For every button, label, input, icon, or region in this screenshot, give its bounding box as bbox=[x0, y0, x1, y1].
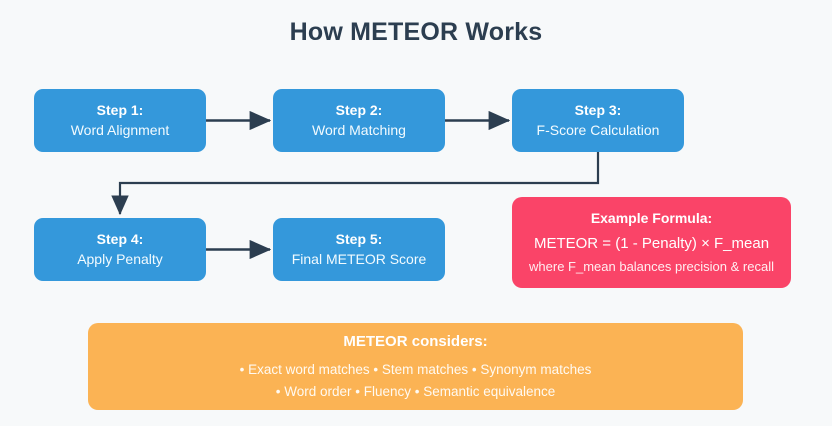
step-2-subtitle: Word Matching bbox=[312, 122, 406, 138]
step-5-subtitle: Final METEOR Score bbox=[291, 251, 427, 267]
step-4-title: Step 4: bbox=[96, 231, 144, 247]
step-5-title: Step 5: bbox=[335, 231, 383, 247]
step-box-3[interactable]: Step 3: F-Score Calculation bbox=[512, 89, 684, 152]
step-1-title: Step 1: bbox=[96, 102, 144, 118]
page-title: How METEOR Works bbox=[289, 18, 543, 46]
considers-heading: METEOR considers: bbox=[343, 333, 488, 350]
formula-note: where F_mean balances precision & recall bbox=[529, 259, 774, 274]
considers-line-2: • Word order • Fluency • Semantic equiva… bbox=[275, 384, 556, 399]
example-formula-card: Example Formula: METEOR = (1 - Penalty) … bbox=[512, 197, 791, 288]
step-2-title: Step 2: bbox=[335, 102, 383, 118]
step-box-4[interactable]: Step 4: Apply Penalty bbox=[34, 218, 206, 281]
formula-heading: Example Formula: bbox=[590, 210, 713, 226]
step-3-title: Step 3: bbox=[574, 102, 622, 118]
formula-equation: METEOR = (1 - Penalty) × F_mean bbox=[533, 235, 770, 252]
step-3-subtitle: F-Score Calculation bbox=[536, 122, 660, 138]
meteor-considers-card: METEOR considers: • Exact word matches •… bbox=[88, 323, 743, 410]
step-4-subtitle: Apply Penalty bbox=[77, 251, 163, 267]
step-box-2[interactable]: Step 2: Word Matching bbox=[273, 89, 445, 152]
step-1-subtitle: Word Alignment bbox=[70, 122, 170, 138]
considers-line-1: • Exact word matches • Stem matches • Sy… bbox=[239, 362, 592, 377]
step-box-5[interactable]: Step 5: Final METEOR Score bbox=[273, 218, 445, 281]
step-box-1[interactable]: Step 1: Word Alignment bbox=[34, 89, 206, 152]
